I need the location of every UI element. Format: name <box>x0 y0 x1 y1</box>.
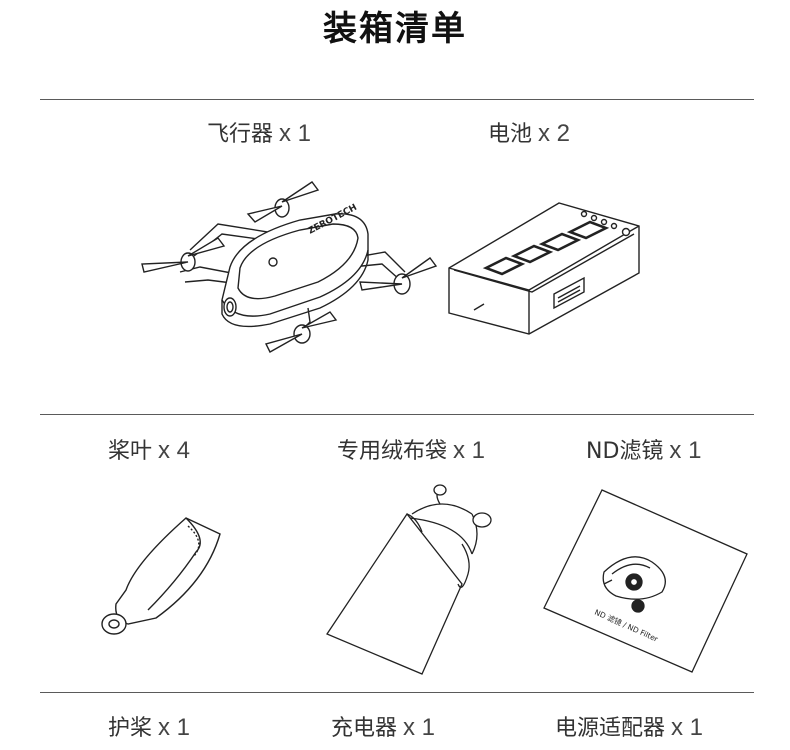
divider-middle <box>40 414 754 415</box>
divider-top <box>40 99 754 100</box>
item-name: 专用绒布袋 <box>337 439 448 464</box>
item-name: 护桨 <box>108 716 153 741</box>
item-qty: x 1 <box>403 714 436 741</box>
item-qty: x 1 <box>279 120 312 147</box>
item-qty: x 1 <box>158 714 191 741</box>
item-name: 充电器 <box>331 716 398 741</box>
item-qty: x 1 <box>671 714 704 741</box>
nd-filter-card-illustration: ND 滤镜 / ND Filter <box>542 488 752 674</box>
item-name: 飞行器 <box>207 122 274 147</box>
cloth-bag-illustration <box>322 484 497 684</box>
item-qty: x 2 <box>538 120 571 147</box>
item-name: 桨叶 <box>108 439 153 464</box>
item-qty: x 1 <box>669 437 702 464</box>
divider-bottom <box>40 692 754 693</box>
item-qty: x 1 <box>453 437 486 464</box>
battery-illustration <box>444 198 644 338</box>
drone-illustration: ZEROTECH <box>130 172 430 362</box>
item-name: 电池 <box>488 122 533 147</box>
item-name: 电源适配器 <box>555 716 666 741</box>
page-title: 装箱清单 <box>323 9 467 49</box>
propeller-blade-illustration <box>96 512 226 642</box>
item-name: ND滤镜 <box>586 439 664 464</box>
item-qty: x 4 <box>158 437 191 464</box>
